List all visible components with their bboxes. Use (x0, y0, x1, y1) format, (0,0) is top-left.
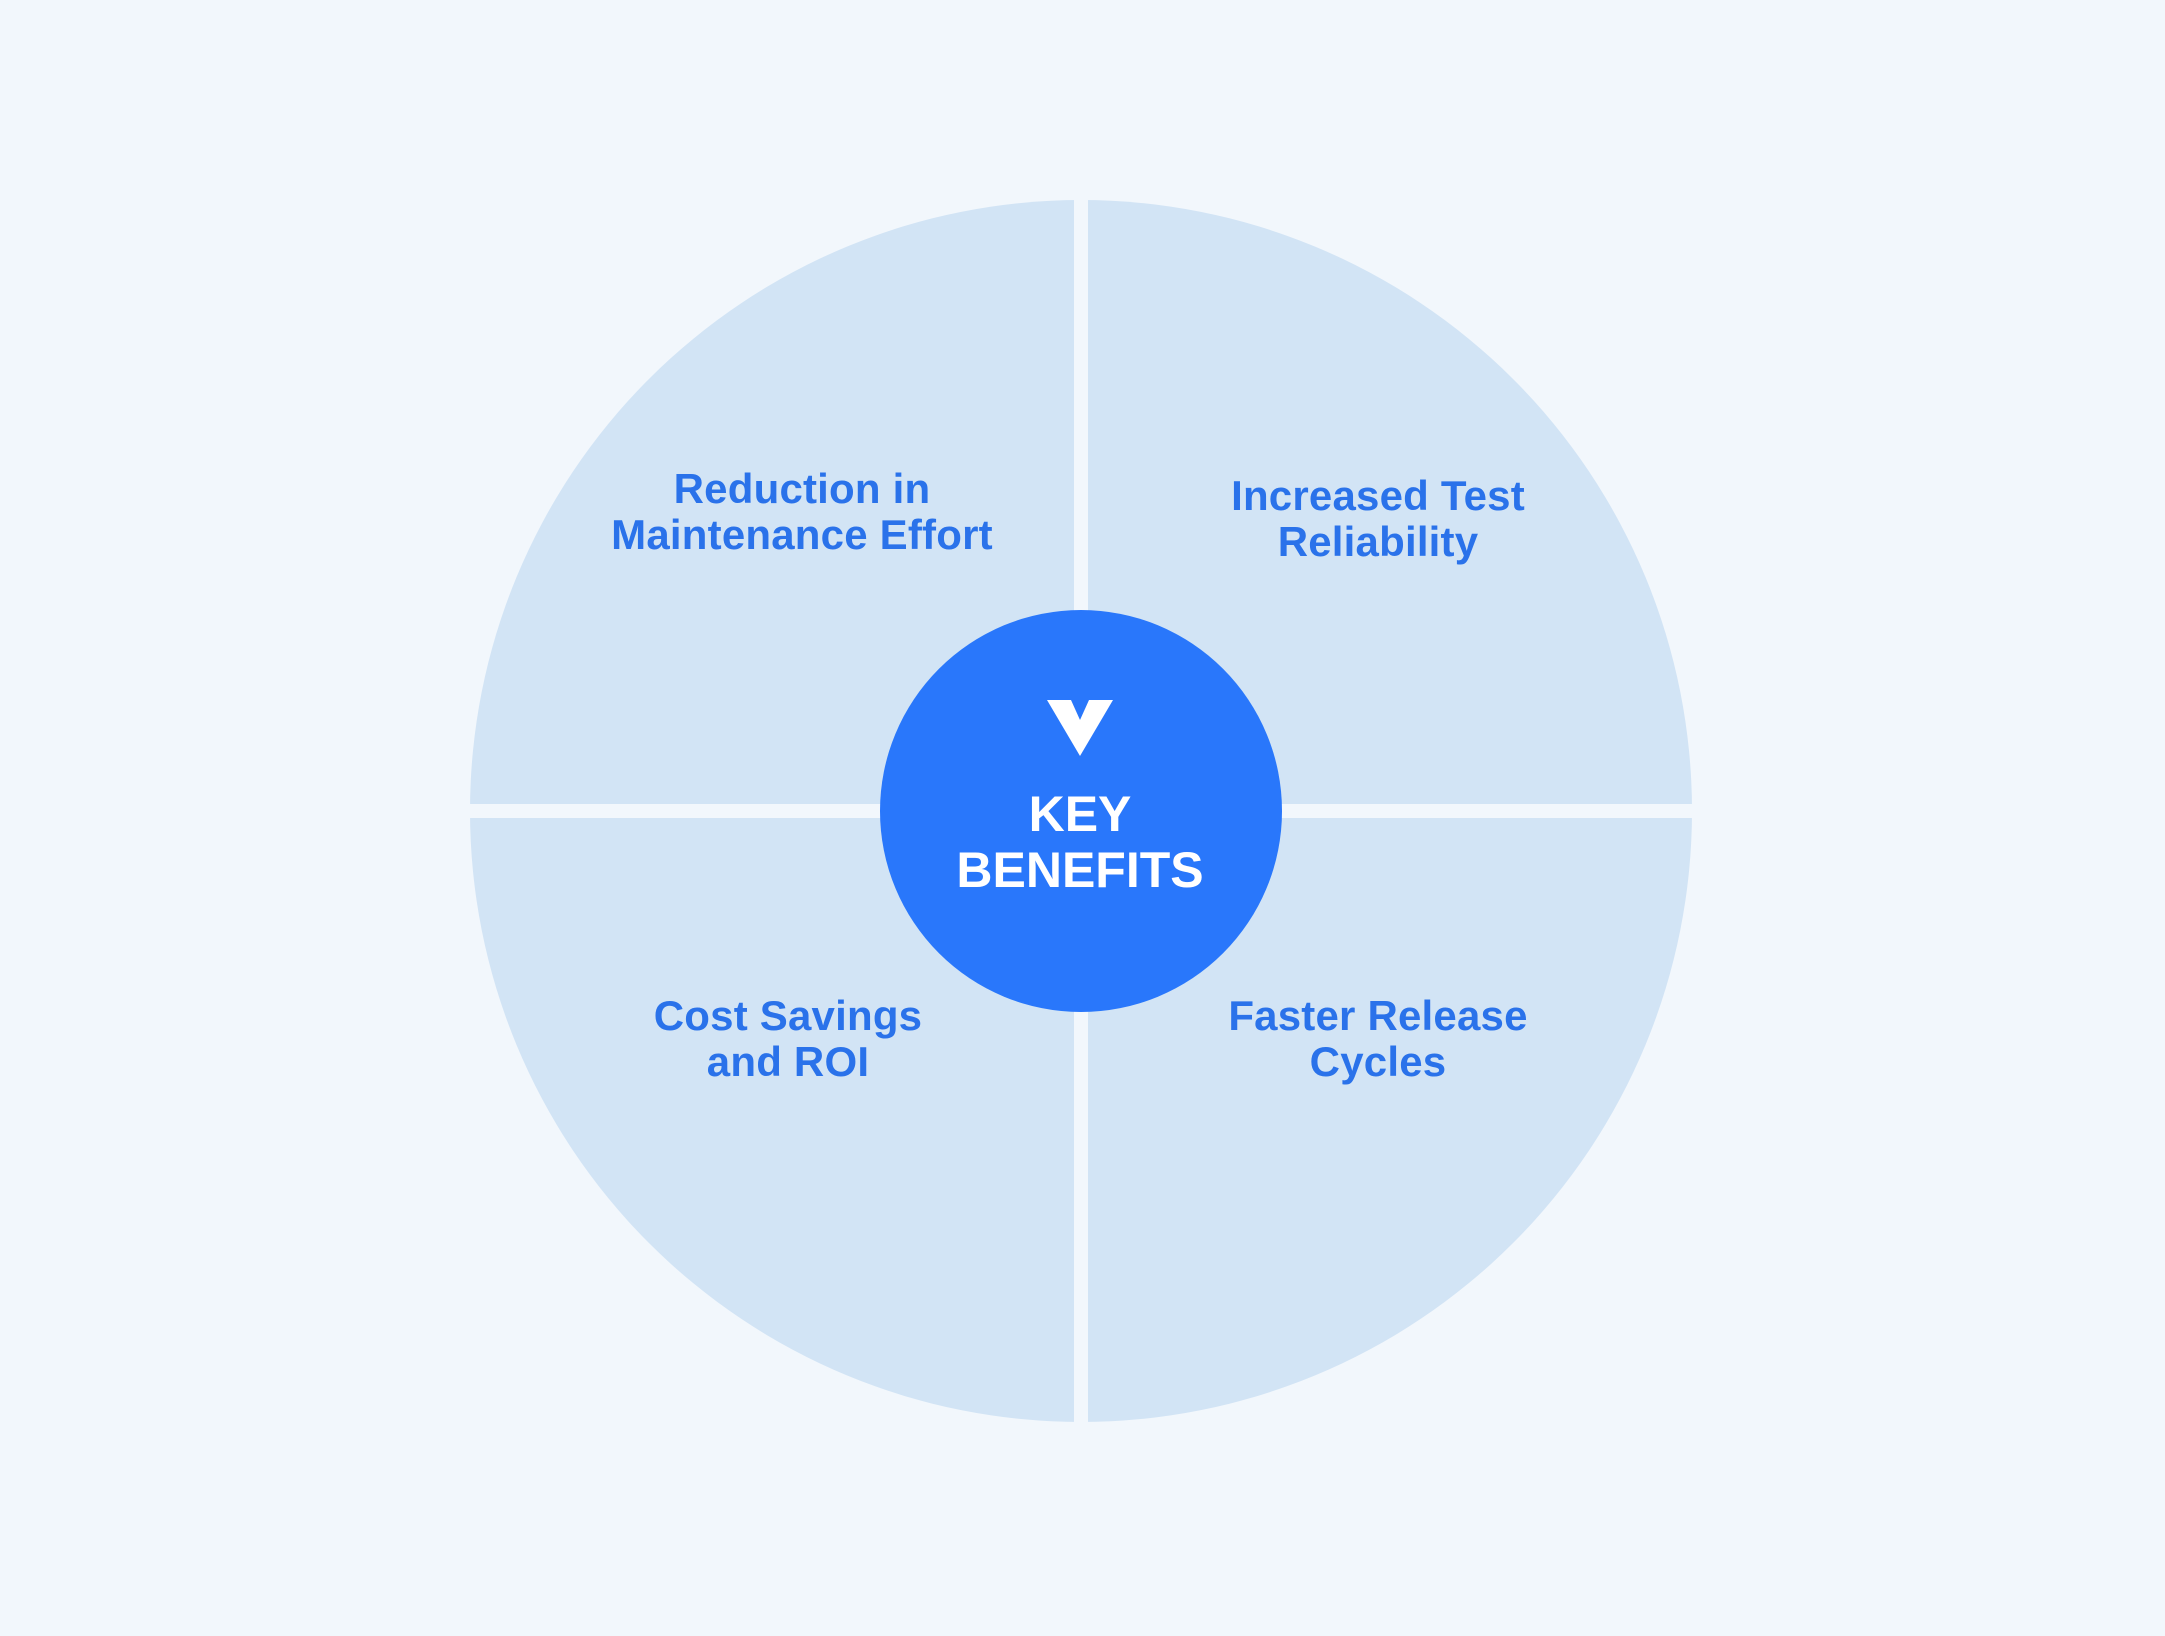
quadrant-label-top-right: Increased Test Reliability (1148, 473, 1608, 565)
quadrant-label-line: Maintenance Effort (611, 511, 993, 558)
quadrant-bottom-right (1081, 811, 1692, 1422)
quadrant-top-left (470, 200, 1081, 811)
quadrant-label-line: Reduction in (673, 465, 931, 512)
quadrant-top-right (1081, 200, 1692, 811)
center-title-line2: BENEFITS (956, 842, 1204, 898)
quadrant-label-line: and ROI (706, 1038, 870, 1085)
quadrant-label-bottom-right: Faster Release Cycles (1148, 993, 1608, 1085)
v-logo-icon (1045, 698, 1115, 758)
quadrant-label-line: Increased Test (1231, 472, 1525, 519)
quadrant-label-line: Faster Release (1228, 992, 1528, 1039)
quadrant-label-top-left: Reduction in Maintenance Effort (572, 466, 1032, 558)
quadrant-label-line: Cost Savings (653, 992, 923, 1039)
quadrant-label-bottom-left: Cost Savings and ROI (558, 993, 1018, 1085)
quadrant-label-line: Reliability (1277, 518, 1479, 565)
center-title: KEY BENEFITS (880, 786, 1280, 898)
quadrant-bottom-left (470, 811, 1081, 1422)
center-title-line1: KEY (1028, 786, 1132, 842)
quadrant-label-line: Cycles (1309, 1038, 1447, 1085)
center-circle (880, 610, 1282, 1012)
